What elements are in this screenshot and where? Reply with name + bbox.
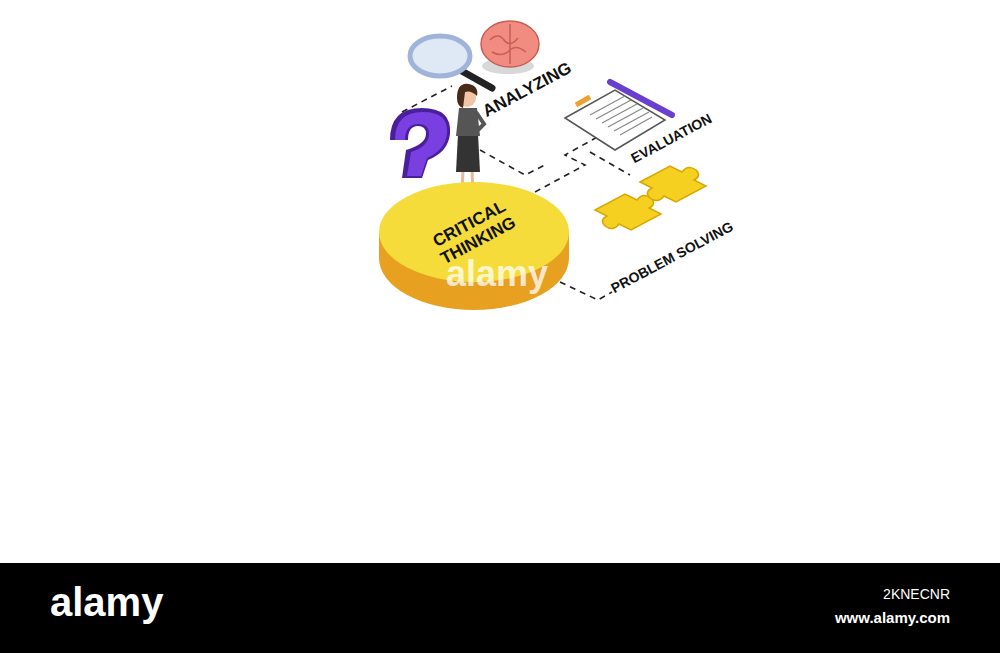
- platform-disc: CRITICAL THINKING: [377, 180, 571, 312]
- brand-logo: alamy: [50, 582, 163, 622]
- puzzle-icon: [595, 166, 706, 230]
- magnifier-icon: [410, 36, 492, 88]
- brain-icon: [481, 21, 539, 74]
- step-label: PROBLEM SOLVING: [609, 219, 736, 295]
- image-id: 2KNECNR: [883, 587, 950, 601]
- site-url: www.alamy.com: [835, 610, 950, 625]
- watermark: alamy: [446, 256, 548, 292]
